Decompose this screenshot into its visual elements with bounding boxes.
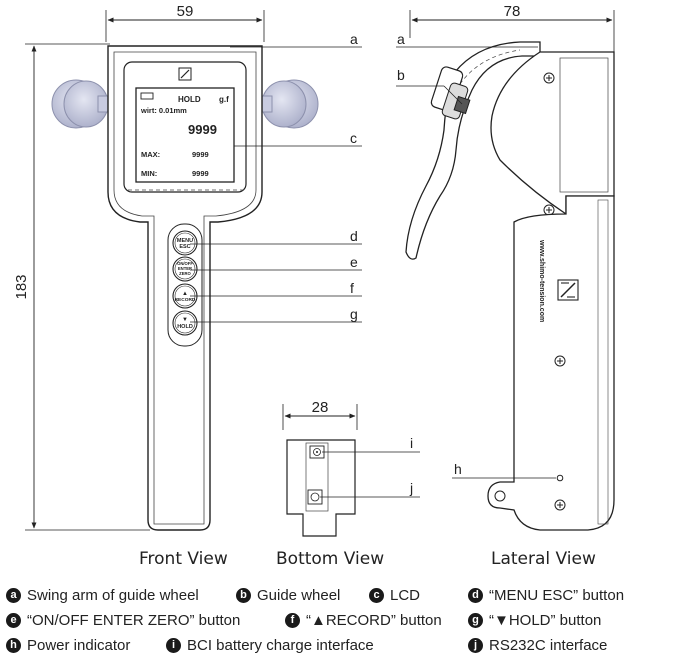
lateral-width-value: 78 bbox=[504, 3, 521, 20]
legend-text-h: Power indicator bbox=[27, 636, 131, 654]
lateral-callout-b: b bbox=[397, 67, 405, 83]
lateral-head bbox=[490, 51, 615, 216]
lcd-screen bbox=[135, 87, 235, 183]
enter-button-label: ENTER bbox=[178, 266, 192, 271]
bottom-callout-i: i bbox=[410, 435, 413, 451]
legend-text-e: “ON/OFF ENTER ZERO” button bbox=[27, 611, 241, 629]
lcd-unit: g.f bbox=[219, 95, 229, 104]
front-body-inner-outline bbox=[113, 51, 257, 525]
left-guide-wheel bbox=[51, 79, 111, 129]
bci-charge-port bbox=[309, 445, 325, 459]
lcd-min-label: MIN: bbox=[141, 169, 157, 178]
onoff-enter-zero-button[interactable]: ON/OFF ENTER ZERO bbox=[172, 256, 198, 282]
legend-key-d: d bbox=[468, 587, 483, 603]
front-width-value: 59 bbox=[177, 3, 194, 20]
lcd-max-value: 9999 bbox=[192, 150, 209, 159]
website-text: www.shimo-tension.com bbox=[538, 239, 545, 322]
record-button-label: RECORD bbox=[175, 297, 196, 303]
hold-button-label: HOLD bbox=[177, 324, 193, 330]
legend-key-h: h bbox=[6, 637, 21, 653]
legend-item-e: e “ON/OFF ENTER ZERO” button bbox=[6, 609, 240, 631]
lateral-handle bbox=[487, 195, 615, 531]
screw-icon bbox=[554, 355, 566, 367]
legend-item-a: a Swing arm of guide wheel bbox=[6, 584, 199, 606]
bottom-inner-panel bbox=[305, 442, 329, 512]
power-indicator-icon bbox=[556, 474, 564, 482]
zero-button-label: ZERO bbox=[179, 271, 191, 276]
brand-logo-icon bbox=[557, 279, 579, 301]
lcd-min-value: 9999 bbox=[192, 169, 209, 178]
legend-text-j: RS232C interface bbox=[489, 636, 608, 654]
lateral-callout-a: a bbox=[397, 31, 405, 47]
legend-text-c: LCD bbox=[390, 586, 421, 604]
front-callout-f: f bbox=[350, 280, 354, 296]
screw-icon bbox=[543, 204, 555, 216]
legend-item-d: d “MENU ESC” button bbox=[468, 584, 624, 606]
lateral-head-panel bbox=[559, 57, 609, 193]
screw-icon bbox=[554, 499, 566, 511]
legend-key-g: g bbox=[468, 612, 483, 628]
lcd-max-label: MAX: bbox=[141, 150, 160, 159]
legend-text-d: “MENU ESC” button bbox=[489, 586, 625, 604]
legend-item-c: c LCD bbox=[369, 584, 420, 606]
swing-arm bbox=[405, 41, 541, 260]
right-guide-wheel bbox=[259, 79, 319, 129]
legend-key-f: f bbox=[285, 612, 300, 628]
legend-text-f: “▲RECORD” button bbox=[306, 611, 442, 629]
battery-icon bbox=[140, 92, 154, 100]
menu-button-label: MENU bbox=[177, 238, 193, 244]
esc-button-label: ESC bbox=[179, 244, 190, 250]
screw-icon bbox=[543, 72, 555, 84]
legend-key-e: e bbox=[6, 612, 21, 628]
front-callout-e: e bbox=[350, 254, 358, 270]
legend-text-b: Guide wheel bbox=[257, 586, 341, 604]
lanyard-hole bbox=[494, 490, 506, 502]
legend-item-j: j RS232C interface bbox=[468, 634, 607, 656]
legend-item-h: h Power indicator bbox=[6, 634, 130, 656]
bottom-view: 28 i j bbox=[282, 399, 420, 537]
bottom-view-caption: Bottom View bbox=[276, 549, 385, 569]
front-view: 59 183 HOLD g.f wirt: 0.01mm 9999 bbox=[13, 3, 362, 531]
front-callout-c: c bbox=[350, 130, 357, 146]
height-value: 183 bbox=[13, 274, 30, 299]
legend-item-b: b Guide wheel bbox=[236, 584, 340, 606]
record-triangle-icon: ▲ bbox=[182, 291, 188, 297]
lateral-view-caption: Lateral View bbox=[491, 549, 596, 569]
lcd-reading: 9999 bbox=[188, 122, 217, 137]
menu-esc-button[interactable]: MENU ESC bbox=[172, 230, 198, 256]
bottom-width-value: 28 bbox=[312, 399, 329, 416]
front-callout-g: g bbox=[350, 306, 358, 322]
legend-item-i: i BCI battery charge interface bbox=[166, 634, 374, 656]
lcd-wire: wirt: 0.01mm bbox=[140, 106, 187, 115]
legend-key-b: b bbox=[236, 587, 251, 603]
lcd-mode: HOLD bbox=[178, 95, 201, 104]
legend-item-g: g “▼HOLD” button bbox=[468, 609, 601, 631]
legend-item-f: f “▲RECORD” button bbox=[285, 609, 442, 631]
legend-text-i: BCI battery charge interface bbox=[187, 636, 374, 654]
legend-text-g: “▼HOLD” button bbox=[489, 611, 602, 629]
bottom-device-outline bbox=[286, 439, 356, 537]
bottom-callout-j: j bbox=[409, 480, 413, 496]
legend-key-c: c bbox=[369, 587, 384, 603]
lateral-callout-h: h bbox=[454, 461, 462, 477]
front-callout-d: d bbox=[350, 228, 358, 244]
legend-key-j: j bbox=[468, 637, 483, 653]
onoff-button-label: ON/OFF bbox=[177, 261, 193, 266]
handle-side-rail bbox=[597, 199, 609, 525]
lateral-view: 78 www.shimo-tension.com bbox=[396, 3, 615, 531]
hold-button[interactable]: ▼ HOLD bbox=[172, 310, 198, 336]
legend-text-a: Swing arm of guide wheel bbox=[27, 586, 199, 604]
rs232c-port bbox=[307, 489, 323, 505]
front-view-caption: Front View bbox=[139, 549, 228, 569]
hold-triangle-icon: ▼ bbox=[182, 317, 188, 323]
legend-key-a: a bbox=[6, 587, 21, 603]
front-callout-a: a bbox=[350, 31, 358, 47]
swing-arm-inner-line bbox=[459, 49, 521, 85]
legend-key-i: i bbox=[166, 637, 181, 653]
